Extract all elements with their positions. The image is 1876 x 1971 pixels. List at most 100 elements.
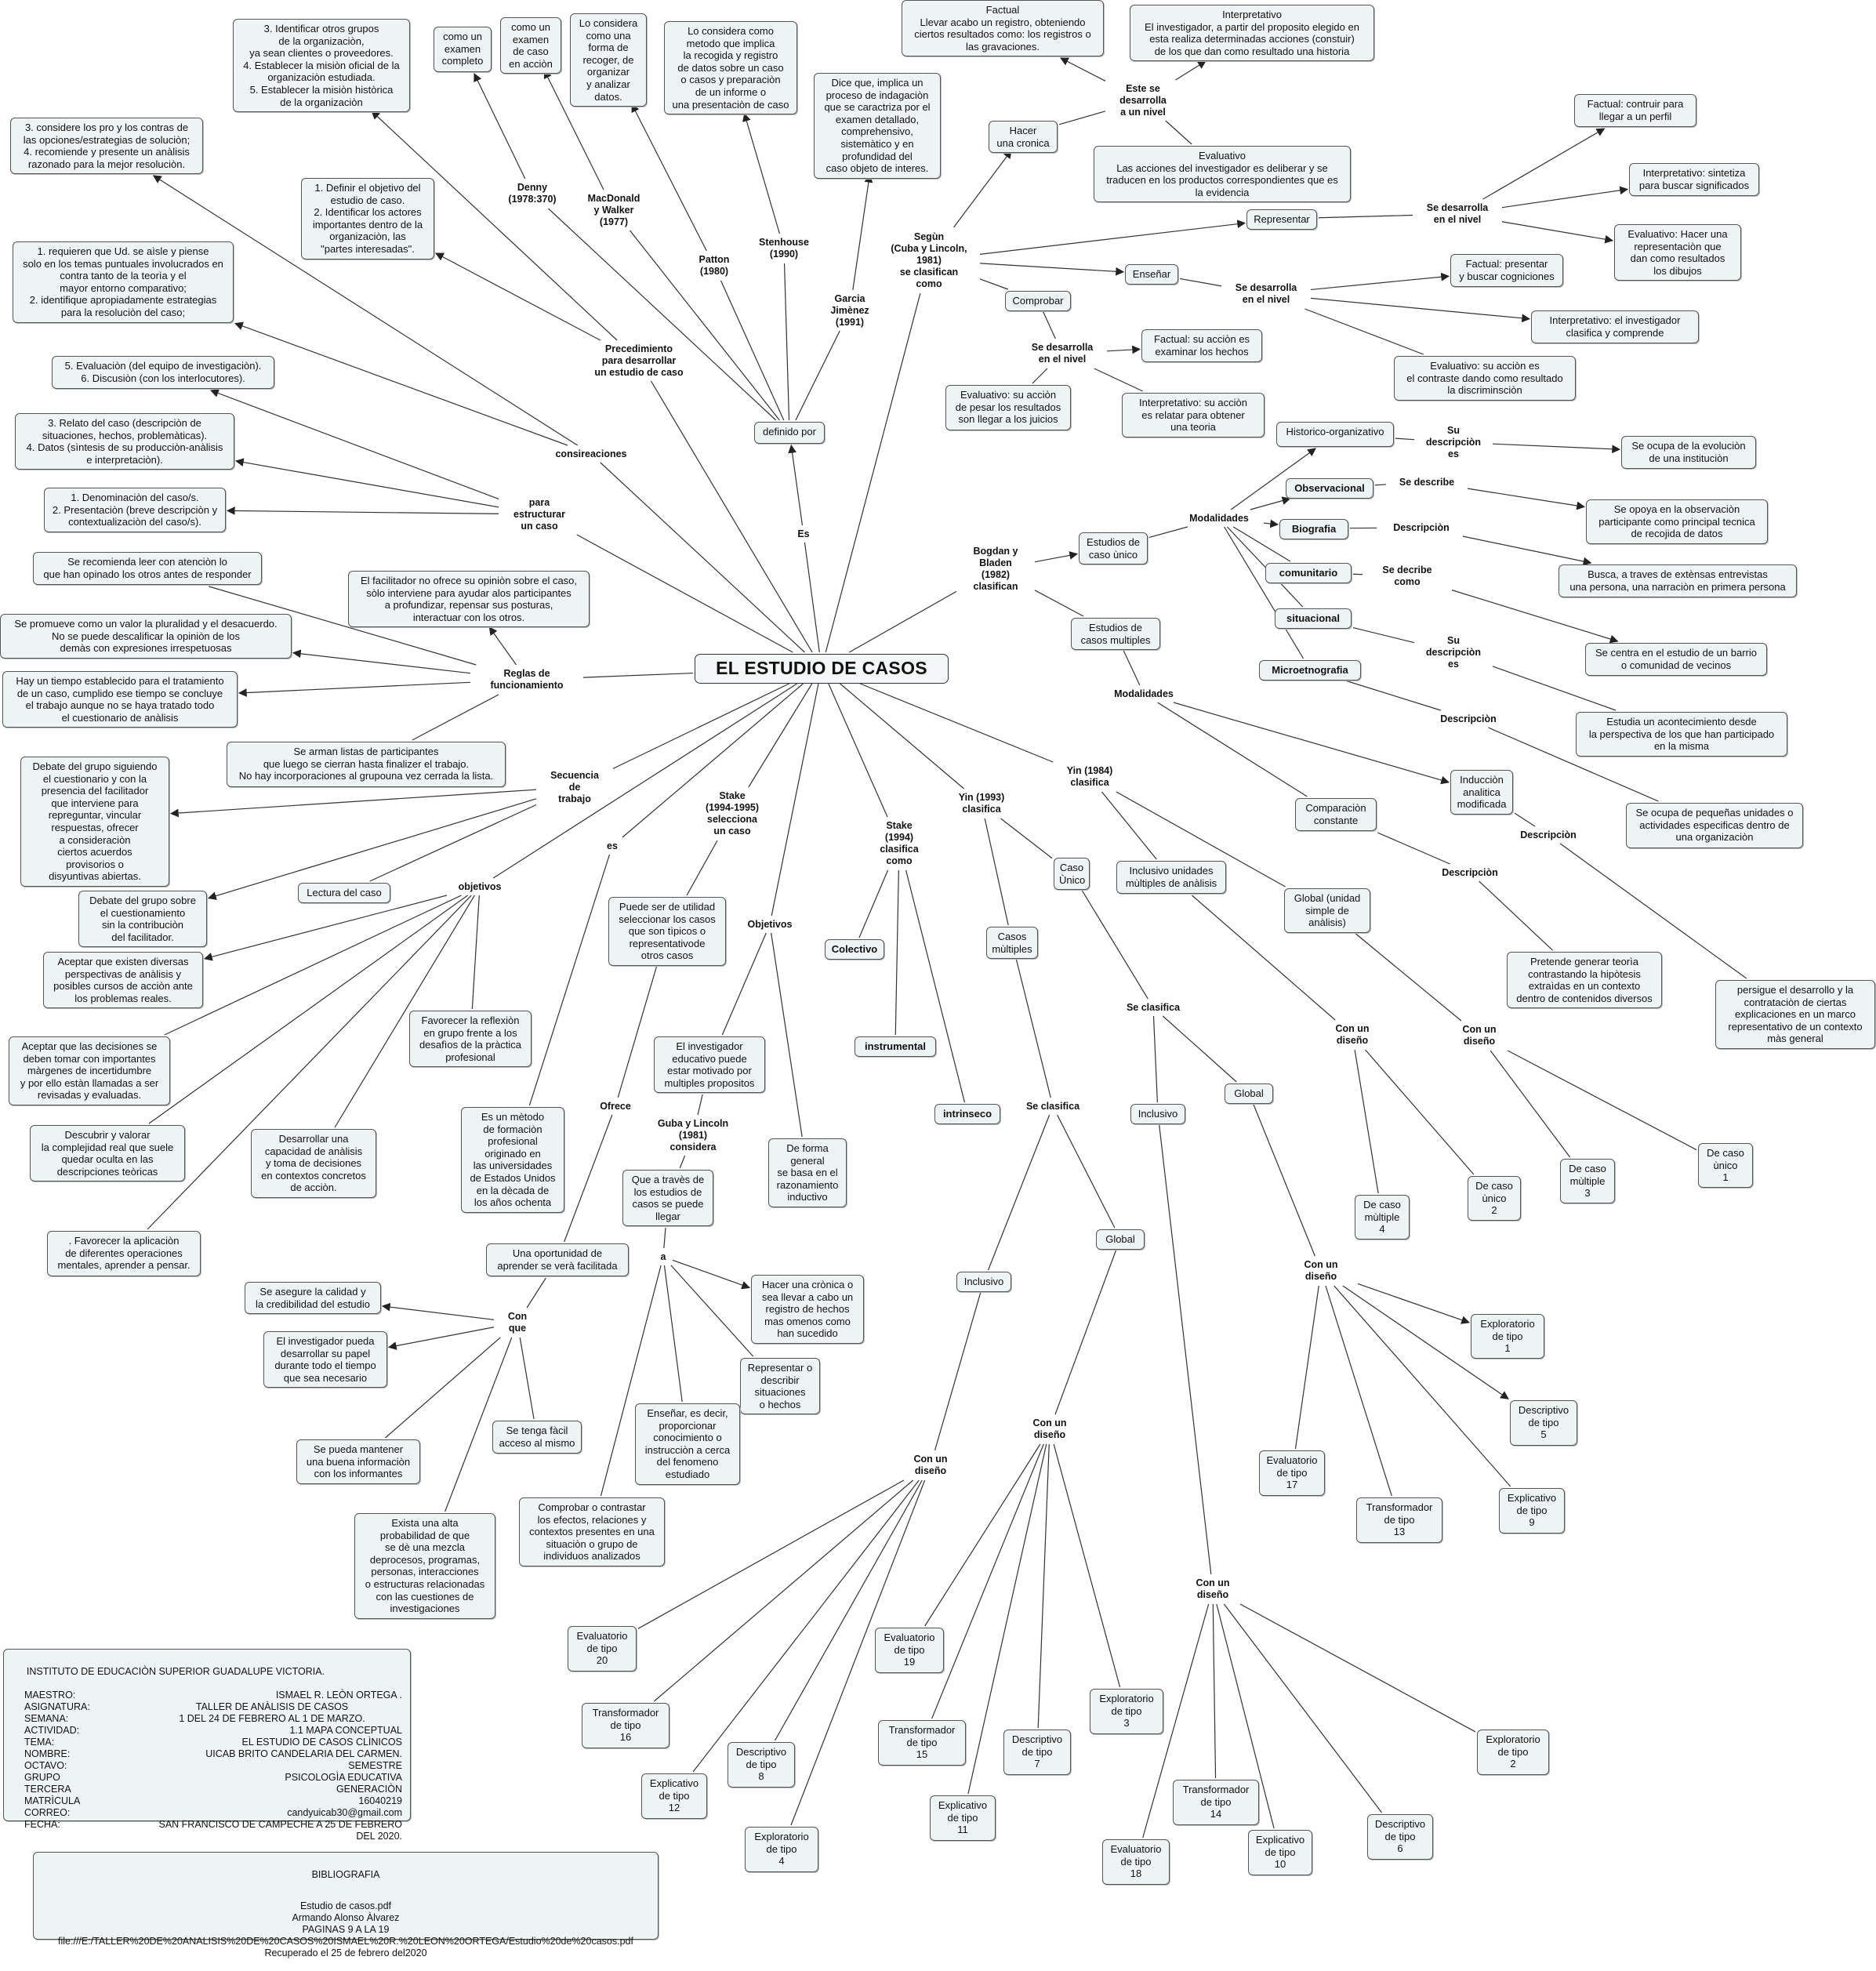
node-e16: Transformador de tipo 16 (582, 1703, 669, 1748)
edge-definido-stenhouse (785, 263, 789, 420)
node-cq1: Se asegure la calidad y la credibilidad … (245, 1282, 381, 1314)
node-comprobar: Comprobar (1005, 291, 1071, 311)
edge-yin93-casounico (1001, 819, 1052, 858)
edge-sedescribe-obs_d (1468, 488, 1584, 506)
info-value: 1 DEL 24 DE FEBRERO AL 1 DE MARZO. (142, 1713, 402, 1725)
edge-casounico-seclas1 (1082, 891, 1148, 999)
node-obs: Observacional (1286, 478, 1373, 499)
node-yin84: Yin (1984) clasifica (1043, 764, 1137, 790)
edge-cudD-e8 (775, 1480, 923, 1741)
edge-stenhouse-d_stenh (745, 114, 780, 234)
info-key: TERCERA (12, 1784, 142, 1795)
node-cq3: Se tenga fàcil acceso al mismo (492, 1421, 582, 1454)
node-g1: Hacer una crònica o sea llevar a cabo un… (751, 1275, 864, 1344)
node-r5: Se arman listas de participantes que lue… (227, 742, 506, 787)
edge-unico-modal1 (1149, 527, 1188, 537)
node-obs-d: Se opoya en la observaciòn participante … (1586, 499, 1768, 544)
edge-cudA-e13 (1326, 1286, 1392, 1496)
edge-stake95-utilidad (687, 840, 717, 895)
edge-conque-cq2 (389, 1327, 494, 1348)
node-com-eval: Evaluativo: su acciòn de pesar los resul… (945, 385, 1071, 430)
node-patton: Patton (1980) (690, 252, 738, 279)
node-es-def: Es un mètodo de formaciòn profesional or… (461, 1107, 564, 1213)
info-value: UICAB BRITO CANDELARIA DEL CARMEN. (142, 1748, 402, 1760)
edge-seclas1-globalA (1163, 1016, 1236, 1082)
edge-su1-hist_d (1493, 444, 1620, 449)
node-s1: 5. Evaluaciòn (del equipo de investigaci… (52, 356, 274, 389)
edge-es1-definido (791, 445, 802, 525)
edge-comparacion-descr4 (1377, 833, 1450, 864)
node-ens-eval: Evaluativo: su acciòn es el contraste da… (1394, 356, 1576, 401)
node-e5: Descriptivo de tipo 5 (1510, 1400, 1577, 1446)
node-e1: Exploratorio de tipo 1 (1471, 1314, 1544, 1359)
edge-sedes3-com_eval (1032, 368, 1047, 383)
node-situ: situacional (1275, 608, 1352, 629)
node-objetivos: objetivos (445, 880, 514, 894)
info-value: 1.1 MAPA CONCEPTUAL (142, 1725, 402, 1737)
node-sq1: Debate del grupo siguiendo el cuestionar… (20, 757, 169, 887)
edge-seclas1-inclusivoA (1153, 1016, 1157, 1102)
node-e11: Explicativo de tipo 11 (930, 1795, 996, 1841)
edge-ofrece-oportunidad (564, 1115, 612, 1242)
edge-estruct-s1 (211, 390, 499, 499)
node-intrinseco: intrinseco (934, 1104, 1000, 1124)
node-bogdan: Bogdan y Bladen (1982) clasifican (958, 544, 1033, 594)
node-es1: Es (792, 527, 815, 541)
info-value: EL ESTUDIO DE CASOS CLÌNICOS (142, 1737, 402, 1748)
edge-investigador-guba (698, 1094, 702, 1115)
edge-definido-garcia (796, 331, 840, 420)
info-row: ASIGNATURA:TALLER DE ANÀLISIS DE CASOS (12, 1701, 402, 1713)
node-r2: El facilitador no ofrece su opiniòn sobr… (348, 571, 590, 627)
edge-estese-factual_top (1061, 58, 1105, 81)
node-sedescribecomo: Se decribe como (1364, 563, 1450, 590)
edge-sedes2-ens_fact (1311, 276, 1449, 289)
node-descr4: Descripciòn (1427, 866, 1513, 880)
node-utilidad: Puede ser de utilidad seleccionar los ca… (608, 897, 726, 966)
node-induc-d: persigue el desarrollo y la contrataciòn… (1715, 980, 1875, 1049)
node-c1: 3. considere los pro y los contras de la… (10, 118, 203, 174)
info-institution: INSTITUTO DE EDUCACIÒN SUPERIOR GUADALUP… (0, 1666, 402, 1678)
node-o5: Favorecer la reflexiòn en grupo frente a… (409, 1011, 532, 1067)
node-o1: Aceptar que existen diversas perspectiva… (43, 952, 203, 1008)
node-eval-top: Evaluativo Las acciones del investigador… (1094, 146, 1351, 202)
node-o2: Aceptar que las decisiones se deben toma… (9, 1036, 170, 1105)
node-cudB: Con un diseño (1177, 1576, 1248, 1603)
node-o3: Descubrir y valorar la complejidad real … (30, 1125, 185, 1182)
node-hist-d: Se ocupa de la evoluciòn de una instituc… (1621, 436, 1756, 469)
edge-central-bogdan (849, 591, 956, 652)
edge-estese-interp_top (1176, 61, 1206, 80)
edge-secuencia-sq1 (171, 789, 536, 813)
edge-central-yin93 (840, 684, 964, 789)
node-d-stenh: Lo considera como metodo que implica la … (664, 21, 797, 114)
node-modal2: Modalidades (1101, 687, 1187, 701)
node-r3: Se promueve como un valor la pluralidad … (0, 614, 292, 659)
node-e3: Exploratorio de tipo 3 (1090, 1689, 1163, 1734)
edge-a_lbl-g2 (671, 1265, 753, 1356)
node-es2: es (601, 839, 624, 853)
edge-cudA-e17 (1295, 1286, 1319, 1449)
edge-sedes3-com_interp (1094, 368, 1143, 391)
info-key: MAESTRO: (12, 1690, 142, 1701)
node-yin93: Yin (1993) clasifica (934, 790, 1029, 817)
node-micro: Microetnografia (1259, 660, 1361, 681)
edge-modal1-obs (1250, 499, 1290, 510)
info-key: NOMBRE: (12, 1748, 142, 1760)
node-estruct: para estructurar un caso (500, 495, 579, 533)
edge-conque-cq3 (520, 1338, 534, 1419)
info-key: OCTAVO: (12, 1760, 142, 1772)
node-ens-fact: Factual: presentar y buscar cogniciones (1450, 254, 1563, 287)
edge-casosmult-seclas2 (1016, 960, 1050, 1098)
node-descr3: Descripciòn (1505, 828, 1591, 842)
node-objetivos2: Objetivos (738, 917, 801, 931)
edge-ensenar-sedes2 (1180, 278, 1221, 285)
node-cudD: Con un diseño (895, 1452, 966, 1479)
node-segun: Segùn (Cuba y Lincoln, 1981) se clasific… (880, 229, 978, 292)
node-secuencia: Secuencia de trabajo (538, 768, 611, 806)
edge-objetivos-o1 (205, 895, 447, 959)
edge-reglas-r5 (412, 695, 499, 740)
node-colectivo: Colectivo (825, 939, 884, 960)
edge-a_lbl-g3 (664, 1265, 682, 1402)
bibliography-line: PAGINAS 9 A LA 19 (38, 1924, 653, 1936)
